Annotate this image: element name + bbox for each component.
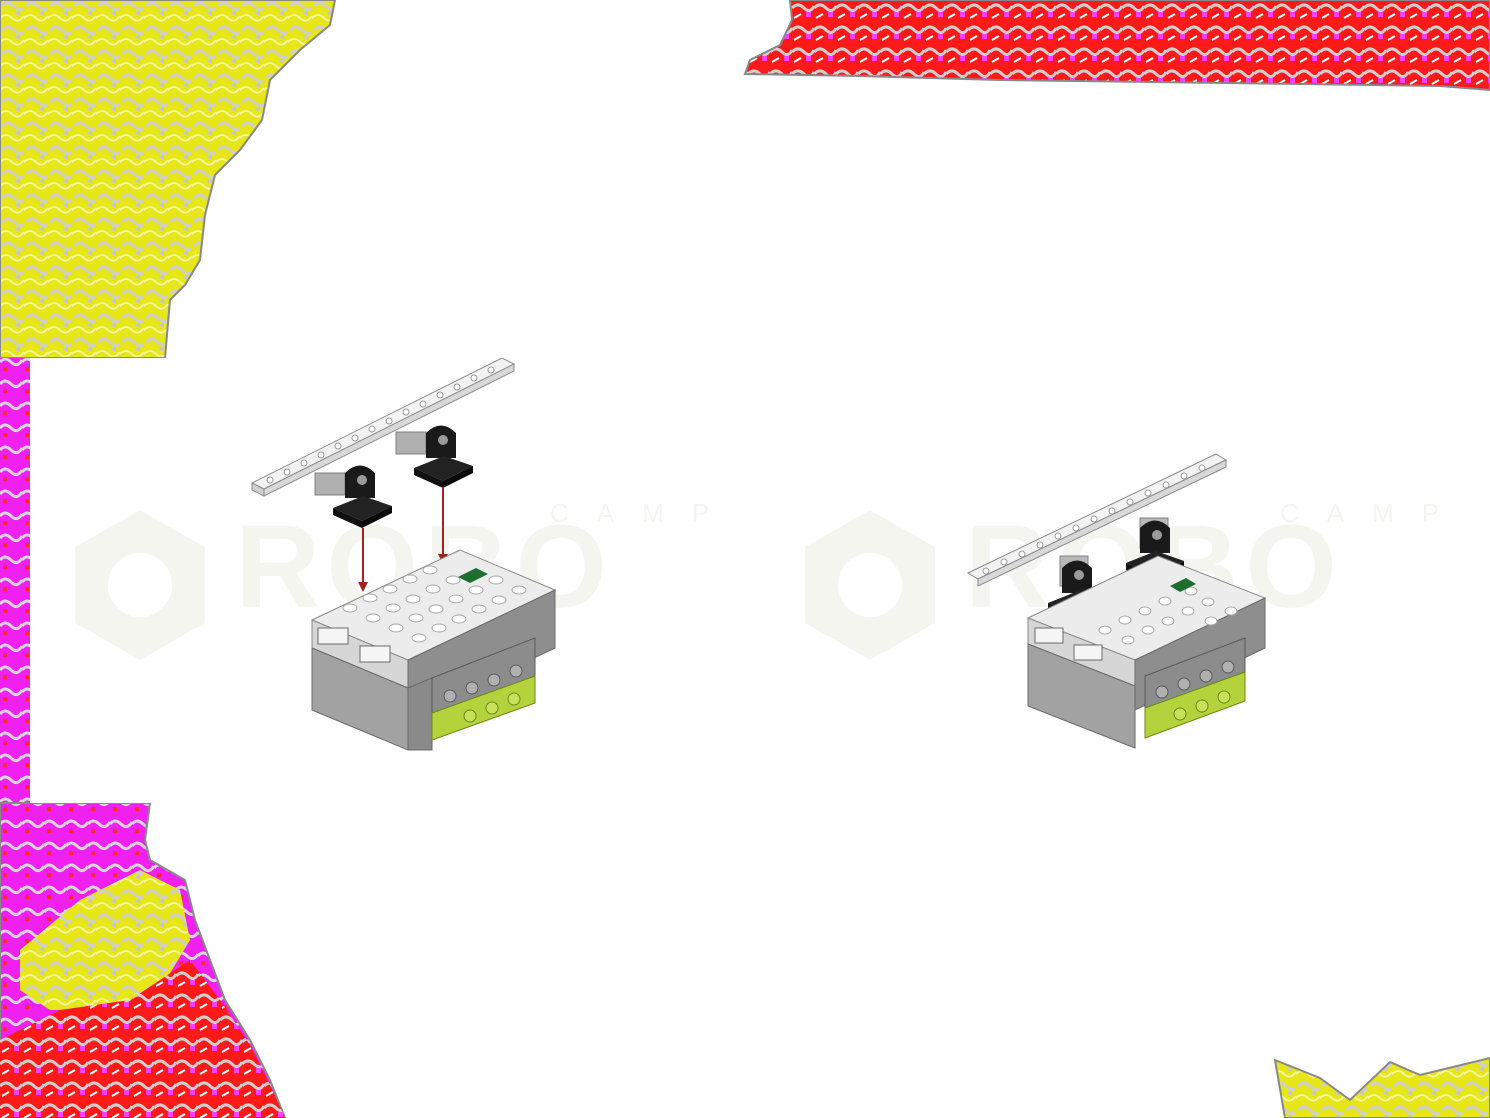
watermark-small-text: CAMP xyxy=(550,498,738,528)
border-yellow-bottom-right xyxy=(1273,1056,1490,1118)
watermark-small-text: CAMP xyxy=(1280,498,1468,528)
step-left-panel: ROBO CAMP xyxy=(30,358,710,803)
hexagon-logo-icon xyxy=(75,510,205,660)
border-left-strip xyxy=(0,358,30,803)
border-red-top-right xyxy=(743,0,1490,92)
hexagon-logo-icon xyxy=(805,510,935,660)
smart-hub xyxy=(1026,555,1267,749)
step-right-panel: ROBO CAMP xyxy=(760,358,1440,803)
border-yellow-bottom-left xyxy=(20,870,190,1010)
black-bracket-right xyxy=(414,425,473,488)
black-bracket-left xyxy=(333,465,392,528)
border-yellow-top-left xyxy=(0,0,337,359)
assembled-model xyxy=(966,453,1267,749)
parts-exploded-model xyxy=(250,358,557,751)
border-red-bottom-left xyxy=(0,960,285,1118)
white-beam xyxy=(250,358,516,497)
smart-hub xyxy=(310,549,557,751)
white-beam xyxy=(966,453,1228,587)
